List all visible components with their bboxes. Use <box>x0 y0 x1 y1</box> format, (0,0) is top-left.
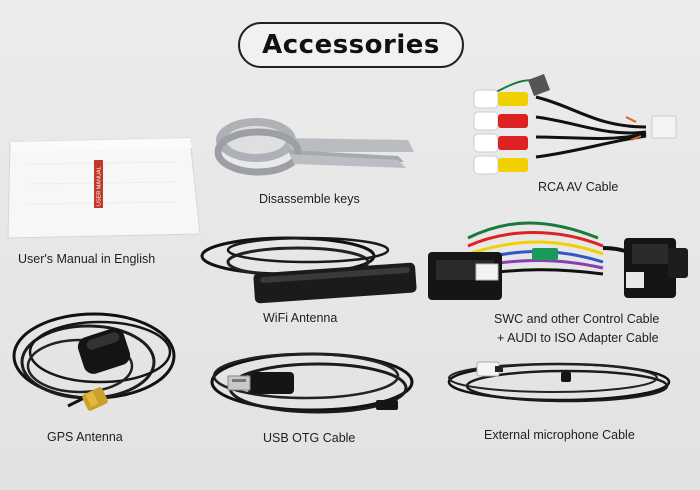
gps-antenna-label: GPS Antenna <box>47 430 123 444</box>
page-title: Accessories <box>262 30 440 60</box>
microphone-cable-icon <box>447 361 671 403</box>
keys-icon <box>214 118 414 176</box>
harness-label-line1: SWC and other Control Cable <box>494 312 660 326</box>
microphone-cable-label: External microphone Cable <box>484 428 635 442</box>
manual-cover-text: USER MANUAL <box>97 166 103 206</box>
page-title-badge: Accessories <box>238 22 464 68</box>
wifi-antenna-icon <box>200 236 417 304</box>
user-manual-label: User's Manual in English <box>18 252 156 266</box>
disassemble-keys-label: Disassemble keys <box>259 192 360 206</box>
usb-cable-icon <box>210 352 414 414</box>
gps-antenna-icon <box>12 312 176 411</box>
harness-label-line2: + AUDI to ISO Adapter Cable <box>497 331 659 345</box>
wifi-antenna-label: WiFi Antenna <box>263 311 338 325</box>
rca-cable-icon <box>473 74 677 175</box>
manual-icon: USER MANUAL <box>7 137 201 239</box>
harness-icon <box>428 221 688 300</box>
usb-cable-label: USB OTG Cable <box>263 431 356 445</box>
rca-cable-label: RCA AV Cable <box>538 180 619 194</box>
